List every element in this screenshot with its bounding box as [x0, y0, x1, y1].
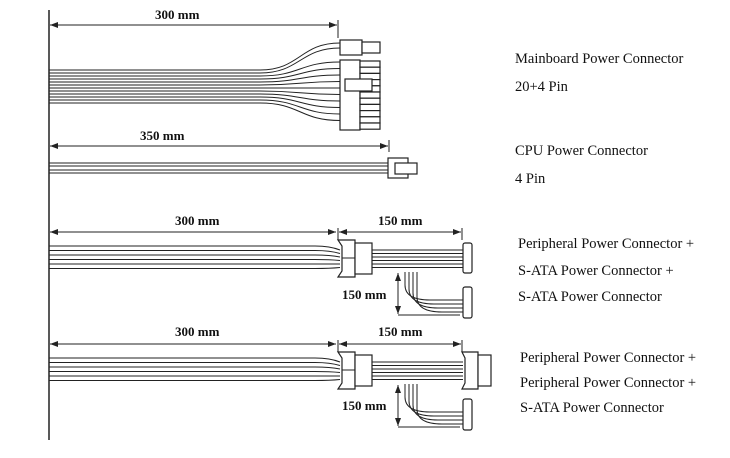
connector-label: Mainboard Power Connector — [515, 51, 683, 67]
mainboard-cable — [49, 20, 381, 131]
cable-line — [359, 103, 381, 112]
connector-label: S-ATA Power Connector + — [518, 263, 674, 279]
cable-line — [354, 354, 373, 387]
cable-line — [359, 109, 381, 118]
cable-line — [49, 99, 341, 115]
cable-line — [49, 47, 341, 74]
dimension-label: 300 mm — [175, 324, 220, 339]
24pin-connector — [339, 59, 361, 131]
cpu-cable — [49, 140, 418, 179]
cable-line — [49, 42, 341, 71]
connector-label: S-ATA Power Connector — [520, 400, 664, 416]
cable-line — [49, 68, 341, 80]
connector-label: 20+4 Pin — [515, 79, 569, 95]
dimension-label: 350 mm — [140, 128, 185, 143]
cable-line — [416, 384, 463, 425]
connector-label: Peripheral Power Connector + — [518, 236, 694, 252]
cable-line — [49, 267, 341, 269]
cable-line — [477, 354, 492, 387]
cable-part — [359, 60, 381, 130]
cable-part — [49, 42, 341, 121]
cable-line — [49, 245, 341, 251]
cable-line — [359, 122, 381, 130]
cable-line — [49, 96, 341, 108]
cable-line — [49, 61, 341, 77]
cable-line — [49, 259, 341, 261]
cable-line — [49, 74, 341, 83]
dimension-label: 300 mm — [155, 7, 200, 22]
cable-line — [49, 90, 341, 95]
cable-line — [359, 116, 381, 124]
dimension-label: 150 mm — [342, 398, 387, 413]
cable-line — [416, 272, 463, 313]
cable-line — [49, 371, 341, 373]
cable-line — [49, 379, 341, 381]
cable-line — [49, 362, 341, 366]
cable-line — [461, 351, 479, 390]
cable-line — [359, 60, 381, 68]
connector-label: Peripheral Power Connector + — [520, 350, 696, 366]
cable-line — [462, 398, 473, 431]
cable-line — [462, 242, 473, 274]
connector-label: 4 Pin — [515, 171, 546, 187]
cable-line — [354, 242, 373, 275]
cable-line — [394, 162, 418, 175]
cable-line — [49, 102, 341, 121]
dimension-label: 300 mm — [175, 213, 220, 228]
cable-line — [49, 254, 341, 258]
cable-line — [462, 286, 473, 319]
connector-label: Peripheral Power Connector + — [520, 375, 696, 391]
cable-line — [49, 250, 341, 254]
cable-line — [49, 93, 341, 102]
dimension-label: 150 mm — [378, 213, 423, 228]
cable-line — [49, 81, 341, 86]
cable-part — [49, 228, 473, 319]
cable-line — [361, 41, 381, 54]
cable-line — [49, 366, 341, 370]
cable-line — [359, 91, 381, 99]
cable-line — [359, 66, 381, 74]
4pin-aux-connector — [339, 39, 363, 56]
connector-label: S-ATA Power Connector — [518, 289, 662, 305]
cable-line — [344, 78, 373, 92]
cable-part — [49, 340, 492, 431]
dimension-label: 150 mm — [378, 324, 423, 339]
dimension-label: 150 mm — [342, 287, 387, 302]
connector-label: CPU Power Connector — [515, 143, 648, 159]
cable-line — [49, 357, 341, 363]
cable-line — [359, 97, 381, 105]
